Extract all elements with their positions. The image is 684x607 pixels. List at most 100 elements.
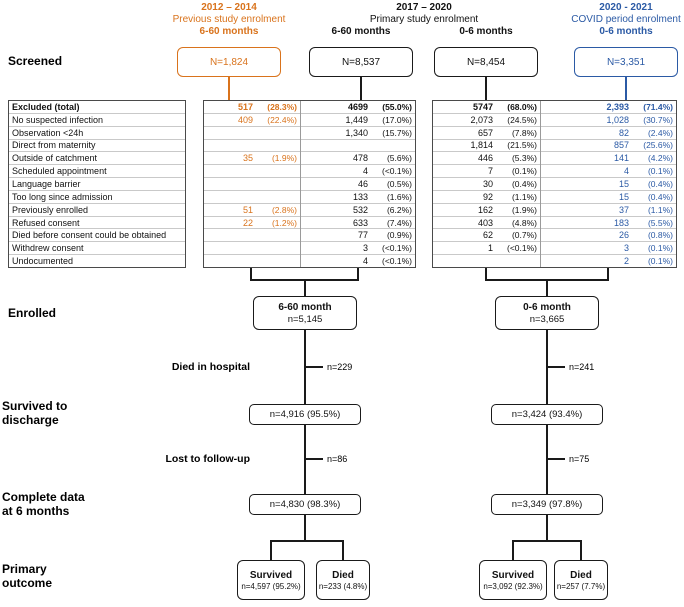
died-left-n: n=229 xyxy=(327,362,353,372)
complete-box-left: n=4,830 (98.3%) xyxy=(249,494,361,515)
excluded-cell: 46(0.5%) xyxy=(301,178,415,191)
excluded-cell xyxy=(204,165,300,179)
flow-left-complete-outcome xyxy=(304,515,306,542)
excluded-cell: 633(7.4%) xyxy=(301,217,415,230)
excluded-cell xyxy=(204,229,300,243)
discharge-box-right: n=3,424 (93.4%) xyxy=(491,404,603,425)
excluded-cell xyxy=(433,255,540,267)
enrolled-6-60-title: 6-60 month xyxy=(278,301,332,313)
excluded-cell xyxy=(204,255,300,267)
excluded-cell: 446(5.3%) xyxy=(433,152,540,166)
enrolled-0-6-n: n=3,665 xyxy=(529,313,565,325)
excluded-cell: 5747(68.0%) xyxy=(433,101,540,114)
excluded-cell: 857(25.6%) xyxy=(541,140,676,153)
complete-data-label-line1: Complete data xyxy=(2,490,85,504)
enrolled-6-60-n: n=5,145 xyxy=(287,313,323,325)
screened-box-primary-6-60: N=8,537 xyxy=(309,47,413,77)
excluded-cell xyxy=(204,140,300,153)
excluded-cell: 4(<0.1%) xyxy=(301,165,415,179)
survived-to-discharge-label: Survived to discharge xyxy=(2,399,67,427)
excluded-cell: 3(<0.1%) xyxy=(301,242,415,256)
excluded-cell: 1,340(15.7%) xyxy=(301,127,415,140)
connector-screened-covid xyxy=(625,77,627,100)
excluded-cell: 7(0.1%) xyxy=(433,165,540,179)
enrolled-0-6-title: 0-6 month xyxy=(523,301,571,313)
excluded-cell: 657(7.8%) xyxy=(433,127,540,140)
outcome-box-left-died: Died n=233 (4.8%) xyxy=(316,560,370,600)
header-covid-study: 2020 - 2021 COVID period enrolment 0-6 m… xyxy=(568,2,684,38)
excluded-column-6-60: 4699(55.0%)1,449(17.0%)1,340(15.7%)478(5… xyxy=(301,101,415,267)
connector-merge-right-down xyxy=(546,279,548,296)
screened-box-previous: N=1,824 xyxy=(177,47,281,77)
primary-outcome-label-line1: Primary xyxy=(2,562,47,576)
excluded-column-previous: 517(28.3%)409(22.4%)35(1.9%)51(2.8%)22(1… xyxy=(204,101,301,267)
excluded-cell xyxy=(204,242,300,256)
excluded-cell: 4(<0.1%) xyxy=(362,256,412,267)
excluded-cell: 92(1.1%) xyxy=(433,191,540,204)
excluded-row-label: Outside of catchment xyxy=(9,152,185,166)
complete-box-right: n=3,349 (97.8%) xyxy=(491,494,603,515)
excluded-cell xyxy=(204,191,300,204)
flow-right-complete-outcome xyxy=(546,515,548,542)
tick-died-right xyxy=(546,366,565,368)
excluded-cell: 77(0.9%) xyxy=(301,229,415,243)
excluded-row-label: Undocumented xyxy=(12,256,74,267)
excluded-cell: 22(1.2%) xyxy=(204,217,300,230)
outcome-left-survived-n: n=4,597 (95.2%) xyxy=(241,581,301,591)
excluded-column-covid: 2,393(71.4%)1,028(30.7%)82(2.4%)857(25.6… xyxy=(541,101,676,267)
excluded-cell: 2(0.1%) xyxy=(623,256,673,267)
excluded-row-label: Too long since admission xyxy=(9,191,185,204)
excluded-row-label: Withdrew consent xyxy=(9,242,185,256)
excluded-row-label: Died before consent could be obtained xyxy=(9,229,185,243)
connector-table-c4-down xyxy=(607,268,609,281)
connector-merge-left-down xyxy=(304,279,306,296)
excluded-cell: 409(22.4%) xyxy=(204,114,300,127)
lost-left-n: n=86 xyxy=(327,454,348,464)
excluded-row-label: Refused consent xyxy=(9,217,185,230)
tick-lost-right xyxy=(546,458,565,460)
excluded-row-label: Excluded (total) xyxy=(9,101,185,114)
enrolled-label: Enrolled xyxy=(8,306,57,320)
enrolled-box-0-6: 0-6 month n=3,665 xyxy=(495,296,599,330)
survived-to-discharge-label-line1: Survived to xyxy=(2,399,68,413)
excluded-column-0-6: 5747(68.0%)2,073(24.5%)657(7.8%)1,814(21… xyxy=(433,101,541,267)
excluded-cell: 403(4.8%) xyxy=(433,217,540,230)
split-left-died-down xyxy=(342,540,344,560)
excluded-table-left-pair: 517(28.3%)409(22.4%)35(1.9%)51(2.8%)22(1… xyxy=(203,100,416,268)
excluded-cell: 2,073(24.5%) xyxy=(433,114,540,127)
header-previous-study: 2012 – 2014 Previous study enrolment 6-6… xyxy=(159,2,299,38)
excluded-cell: 26(0.8%) xyxy=(541,229,676,243)
connector-screened-previous xyxy=(228,77,230,100)
header-previous-months: 6-60 months xyxy=(199,26,259,37)
excluded-table-right-pair: 5747(68.0%)2,073(24.5%)657(7.8%)1,814(21… xyxy=(432,100,677,268)
split-right-died-down xyxy=(580,540,582,560)
header-previous-title: Previous study enrolment xyxy=(172,14,286,25)
header-previous-years: 2012 – 2014 xyxy=(201,2,257,13)
excluded-cell: 1,028(30.7%) xyxy=(541,114,676,127)
outcome-box-right-died: Died n=257 (7.7%) xyxy=(554,560,608,600)
primary-outcome-label-line2: outcome xyxy=(2,576,53,590)
excluded-cell: 15(0.4%) xyxy=(541,178,676,191)
excluded-row-label: Language barrier xyxy=(9,178,185,191)
outcome-right-died-title: Died xyxy=(570,569,592,581)
header-primary-title: Primary study enrolment xyxy=(369,14,479,25)
survived-to-discharge-label-line2: discharge xyxy=(2,413,59,427)
excluded-row-label: Observation <24h xyxy=(9,127,185,140)
lost-right-n: n=75 xyxy=(569,454,590,464)
excluded-cell: 3(0.1%) xyxy=(541,242,676,256)
outcome-box-left-survived: Survived n=4,597 (95.2%) xyxy=(237,560,305,600)
outcome-left-died-n: n=233 (4.8%) xyxy=(318,581,368,591)
excluded-cell: 30(0.4%) xyxy=(433,178,540,191)
outcome-left-died-title: Died xyxy=(332,569,354,581)
split-right-survived-down xyxy=(512,540,514,560)
excluded-cell: 62(0.7%) xyxy=(433,229,540,243)
excluded-cell xyxy=(301,140,415,153)
excluded-cell: 478(5.6%) xyxy=(301,152,415,166)
excluded-cell: 4699(55.0%) xyxy=(301,101,415,114)
excluded-row-label: Previously enrolled xyxy=(9,204,185,217)
excluded-cell xyxy=(204,178,300,191)
split-left xyxy=(270,540,344,542)
excluded-cell: 141(4.2%) xyxy=(541,152,676,166)
